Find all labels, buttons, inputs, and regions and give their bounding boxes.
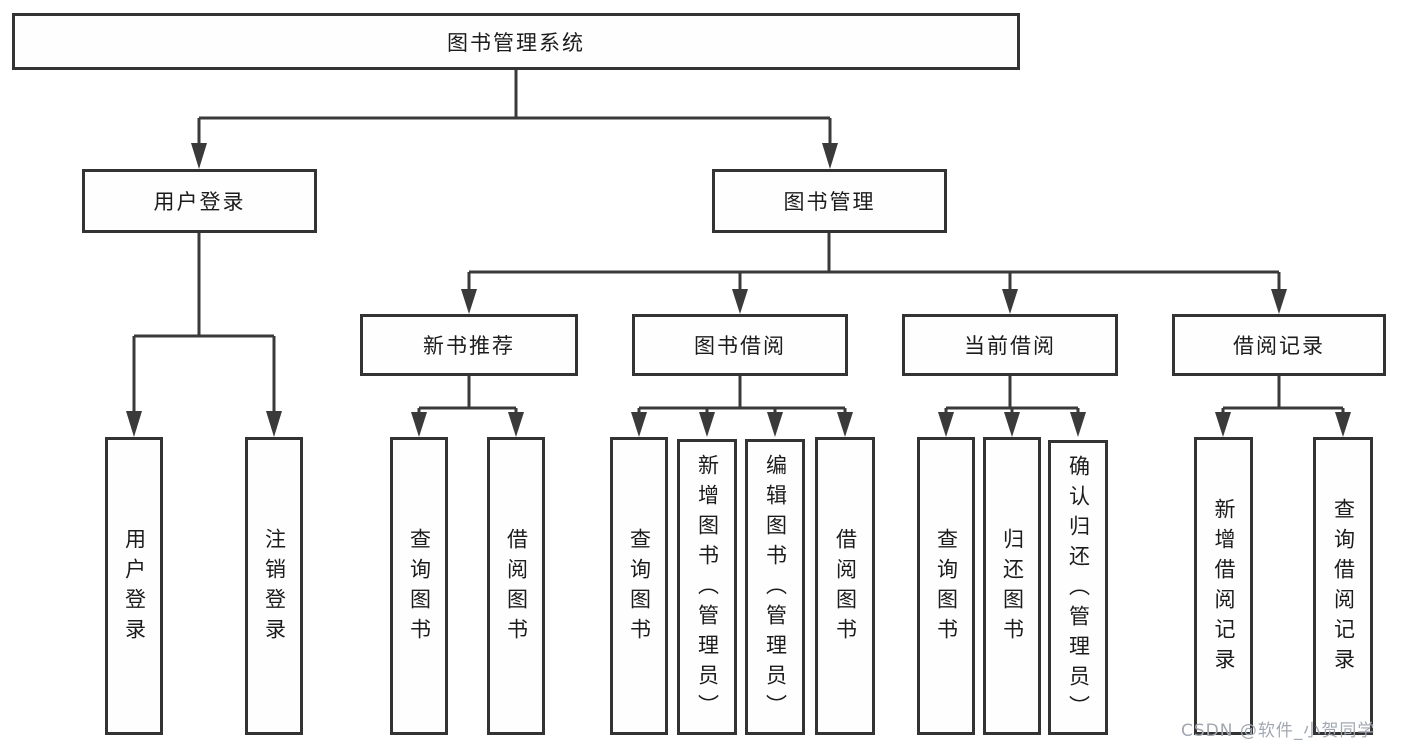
leaf-borrow-books-recommend: 借阅图书 bbox=[487, 437, 545, 735]
arrow-down-icon bbox=[191, 143, 207, 169]
arrow-down-icon bbox=[508, 412, 524, 437]
arrow-down-icon bbox=[1215, 412, 1231, 437]
leaf-edit-book-admin: 编辑图书（管理员） bbox=[745, 439, 805, 735]
arrow-down-icon bbox=[767, 412, 783, 437]
arrow-down-icon bbox=[1070, 412, 1086, 437]
leaf-confirm-return-admin: 确认归还（管理员） bbox=[1048, 440, 1108, 735]
arrow-down-icon bbox=[699, 412, 715, 437]
node-library-management-system: 图书管理系统 bbox=[12, 13, 1020, 70]
csdn-watermark: CSDN @软件_小贺同学 bbox=[1181, 721, 1376, 741]
node-label: 借阅记录 bbox=[1233, 334, 1325, 358]
node-label: 借阅图书 bbox=[504, 528, 529, 648]
leaf-add-borrow-record: 新增借阅记录 bbox=[1194, 437, 1253, 735]
leaf-query-borrow-record: 查询借阅记录 bbox=[1313, 437, 1373, 735]
arrow-down-icon bbox=[1004, 412, 1020, 437]
arrow-down-icon bbox=[822, 143, 838, 169]
node-label: 查询图书 bbox=[627, 528, 652, 648]
node-borrowing-records: 借阅记录 bbox=[1172, 314, 1386, 376]
arrow-down-icon bbox=[1271, 289, 1287, 314]
connector-book-management-to-level3 bbox=[461, 233, 1287, 314]
node-label: 新增借阅记录 bbox=[1212, 498, 1236, 678]
connector-records-to-leaves bbox=[1215, 376, 1351, 437]
node-label: 新增图书（管理员） bbox=[695, 454, 720, 724]
arrow-down-icon bbox=[266, 411, 282, 437]
leaf-user-login: 用户登录 bbox=[105, 437, 163, 735]
connector-root-to-level2 bbox=[191, 69, 838, 169]
leaf-return-books: 归还图书 bbox=[983, 437, 1041, 735]
node-label: 图书借阅 bbox=[694, 334, 786, 358]
node-current-borrowing: 当前借阅 bbox=[902, 314, 1118, 376]
arrow-down-icon bbox=[126, 411, 142, 437]
connector-recommend-to-leaves bbox=[411, 376, 524, 437]
node-label: 新书推荐 bbox=[423, 334, 515, 358]
connector-borrowing-to-leaves bbox=[631, 376, 853, 437]
arrow-down-icon bbox=[411, 412, 427, 437]
arrow-down-icon bbox=[837, 412, 853, 437]
node-label: 查询借阅记录 bbox=[1331, 498, 1356, 678]
node-book-management: 图书管理 bbox=[712, 169, 947, 233]
leaf-logout: 注销登录 bbox=[245, 437, 303, 735]
connector-user-login-to-leaves bbox=[126, 233, 282, 437]
node-label: 查询图书 bbox=[407, 528, 432, 648]
node-label: 确认归还（管理员） bbox=[1066, 454, 1091, 725]
node-user-login: 用户登录 bbox=[82, 169, 317, 233]
leaf-query-books-current: 查询图书 bbox=[917, 437, 975, 735]
arrow-down-icon bbox=[1002, 289, 1018, 314]
node-label: 用户登录 bbox=[122, 528, 147, 648]
node-new-book-recommend: 新书推荐 bbox=[360, 314, 578, 376]
leaf-query-books-recommend: 查询图书 bbox=[390, 437, 448, 735]
node-label: 借阅图书 bbox=[833, 528, 858, 648]
node-label: 注销登录 bbox=[262, 528, 287, 648]
arrow-down-icon bbox=[631, 412, 647, 437]
arrow-down-icon bbox=[938, 412, 954, 437]
arrow-down-icon bbox=[732, 289, 748, 314]
node-label: 图书管理系统 bbox=[447, 30, 585, 55]
arrow-down-icon bbox=[461, 289, 477, 314]
node-book-borrowing: 图书借阅 bbox=[632, 314, 848, 376]
node-label: 查询图书 bbox=[934, 528, 959, 648]
node-label: 图书管理 bbox=[783, 190, 876, 214]
node-label: 用户登录 bbox=[153, 190, 246, 214]
node-label: 编辑图书（管理员） bbox=[763, 454, 788, 724]
leaf-add-book-admin: 新增图书（管理员） bbox=[677, 439, 737, 735]
arrow-down-icon bbox=[1335, 412, 1351, 437]
connector-current-to-leaves bbox=[938, 376, 1086, 437]
node-label: 归还图书 bbox=[1000, 528, 1025, 648]
leaf-borrow-books-borrowing: 借阅图书 bbox=[815, 437, 875, 735]
leaf-query-books-borrowing: 查询图书 bbox=[610, 437, 668, 735]
node-label: 当前借阅 bbox=[964, 334, 1056, 358]
